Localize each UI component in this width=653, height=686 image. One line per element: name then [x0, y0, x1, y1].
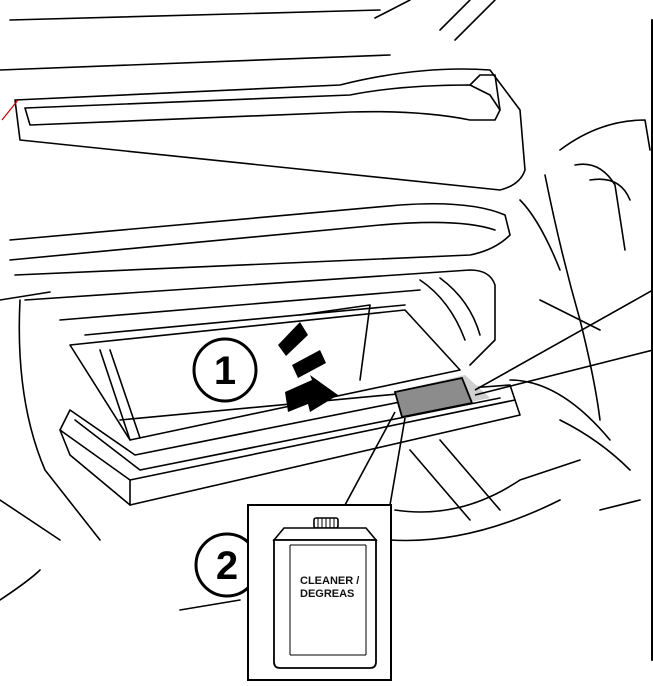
housing-curve: [420, 280, 465, 340]
console-side: [520, 200, 560, 270]
windshield-line: [0, 55, 390, 70]
pillar-line: [375, 0, 410, 18]
lower-dash: [19, 300, 100, 540]
arrow-dash-1: [278, 322, 308, 356]
floor-line: [390, 500, 560, 541]
glovebox-opening: [70, 310, 460, 440]
lower-dash: [0, 570, 40, 600]
arrow-head: [285, 375, 338, 412]
dash-middle-line: [10, 222, 495, 260]
windshield-line: [10, 10, 380, 20]
pillar-line: [440, 0, 470, 30]
dash-trim: [25, 85, 500, 125]
console-side: [545, 175, 600, 420]
zoom-line-bottom: [475, 350, 653, 395]
console-side: [575, 164, 625, 250]
arrow-dash-2: [292, 350, 326, 378]
cleaner-can-icon: CLEANER / DEGREAS: [274, 518, 376, 668]
zoom-line-top: [475, 290, 653, 390]
lower-dash: [0, 500, 60, 540]
console-side: [590, 179, 630, 200]
callout-2-number: 2: [216, 544, 238, 588]
console-curve: [560, 120, 650, 150]
floor-line: [180, 600, 240, 610]
leader-line: [390, 418, 405, 505]
glovebox-floor: [120, 390, 440, 420]
dash-middle: [10, 204, 510, 275]
pillar-line: [455, 0, 495, 40]
dashboard-top: [15, 69, 525, 190]
leader-line: [345, 412, 395, 505]
console-lower: [600, 500, 640, 510]
console-line: [440, 440, 500, 510]
can-shoulder: [274, 528, 376, 540]
housing-line: [85, 305, 405, 335]
console-line: [410, 450, 470, 520]
can-body: [274, 540, 376, 668]
can-label-line1: CLEANER /: [300, 575, 359, 587]
open-arrows: [278, 322, 338, 412]
callout-1-number: 1: [214, 349, 236, 393]
can-label-line2: DEGREAS: [300, 588, 354, 600]
